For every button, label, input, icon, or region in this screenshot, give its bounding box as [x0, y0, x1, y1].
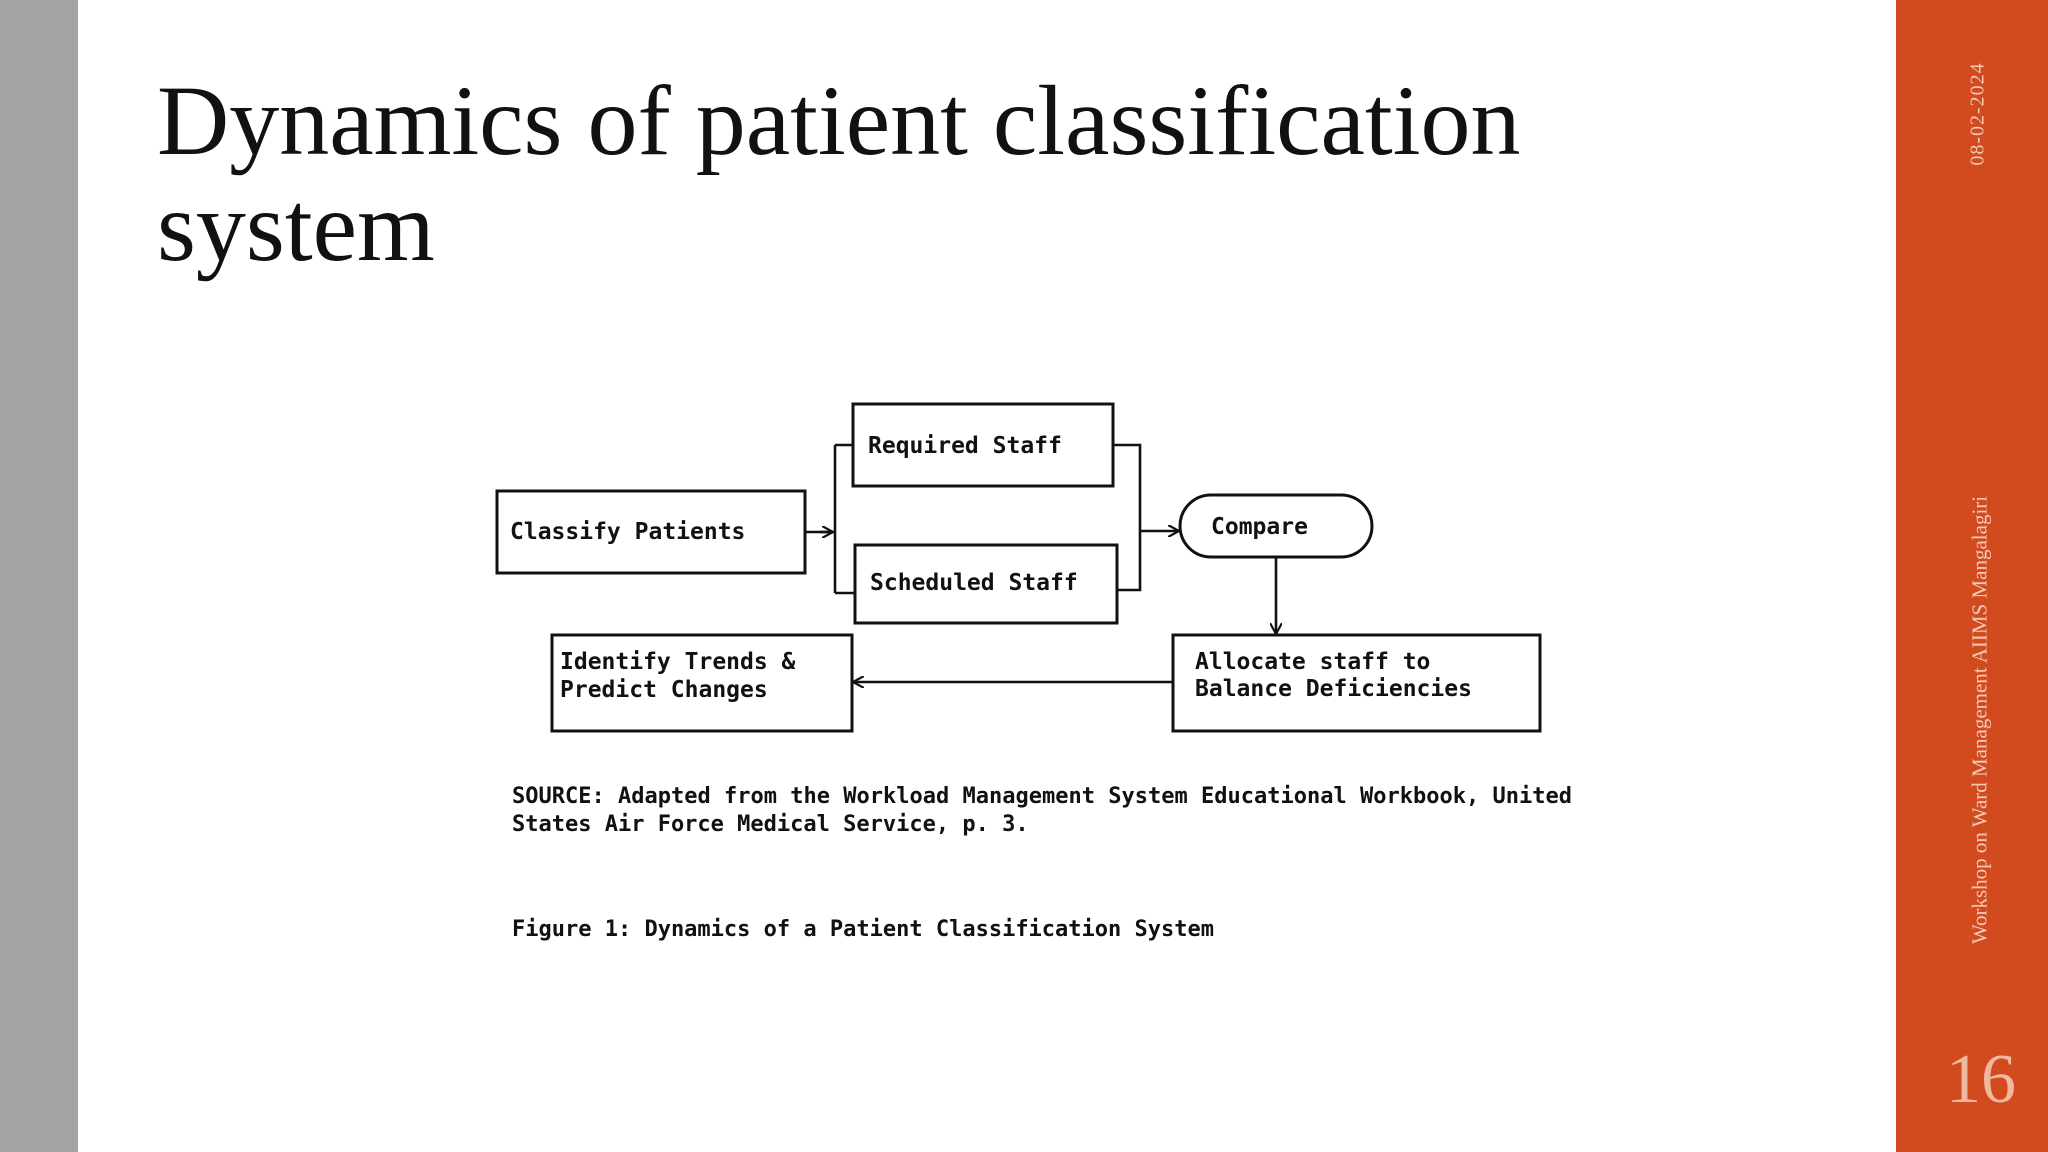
slide-footer: Workshop on Ward Management AIIMS Mangal…: [1967, 495, 1992, 945]
scanned-figure: Classify Patients Required Staff Schedul…: [490, 395, 1590, 975]
node-allocate-staff: [1171, 633, 1542, 733]
slide-title: Dynamics of patient classification syste…: [157, 65, 1521, 282]
slide-date: 08-02-2024: [1966, 62, 1989, 166]
node-identify-trends: [550, 633, 854, 733]
label-identify-line1: Identify Trends &: [560, 649, 796, 675]
node-required-staff: [851, 402, 1115, 488]
label-allocate-line1: Allocate staff to: [1195, 649, 1430, 675]
node-scheduled-staff: [853, 543, 1119, 625]
label-identify-line2: Predict Changes: [560, 677, 768, 703]
node-classify-patients: [495, 489, 807, 575]
flow-diagram: Classify Patients Required Staff Schedul…: [495, 402, 1542, 733]
left-accent-bar: [0, 0, 78, 1152]
figure-source: SOURCE: Adapted from the Workload Manage…: [512, 784, 1572, 837]
edge-classify-to-staff: [805, 443, 855, 595]
page-number: 16: [1946, 1041, 2016, 1118]
label-allocate-line2: Balance Deficiencies: [1195, 676, 1472, 702]
label-scheduled-staff: Scheduled Staff: [870, 570, 1078, 596]
label-classify-patients: Classify Patients: [510, 519, 745, 545]
label-compare: Compare: [1211, 514, 1308, 540]
label-required-staff: Required Staff: [868, 433, 1062, 459]
figure-caption: Figure 1: Dynamics of a Patient Classifi…: [512, 917, 1214, 942]
edge-staff-to-compare: [1113, 443, 1142, 592]
right-accent-bar: [1896, 0, 2048, 1152]
